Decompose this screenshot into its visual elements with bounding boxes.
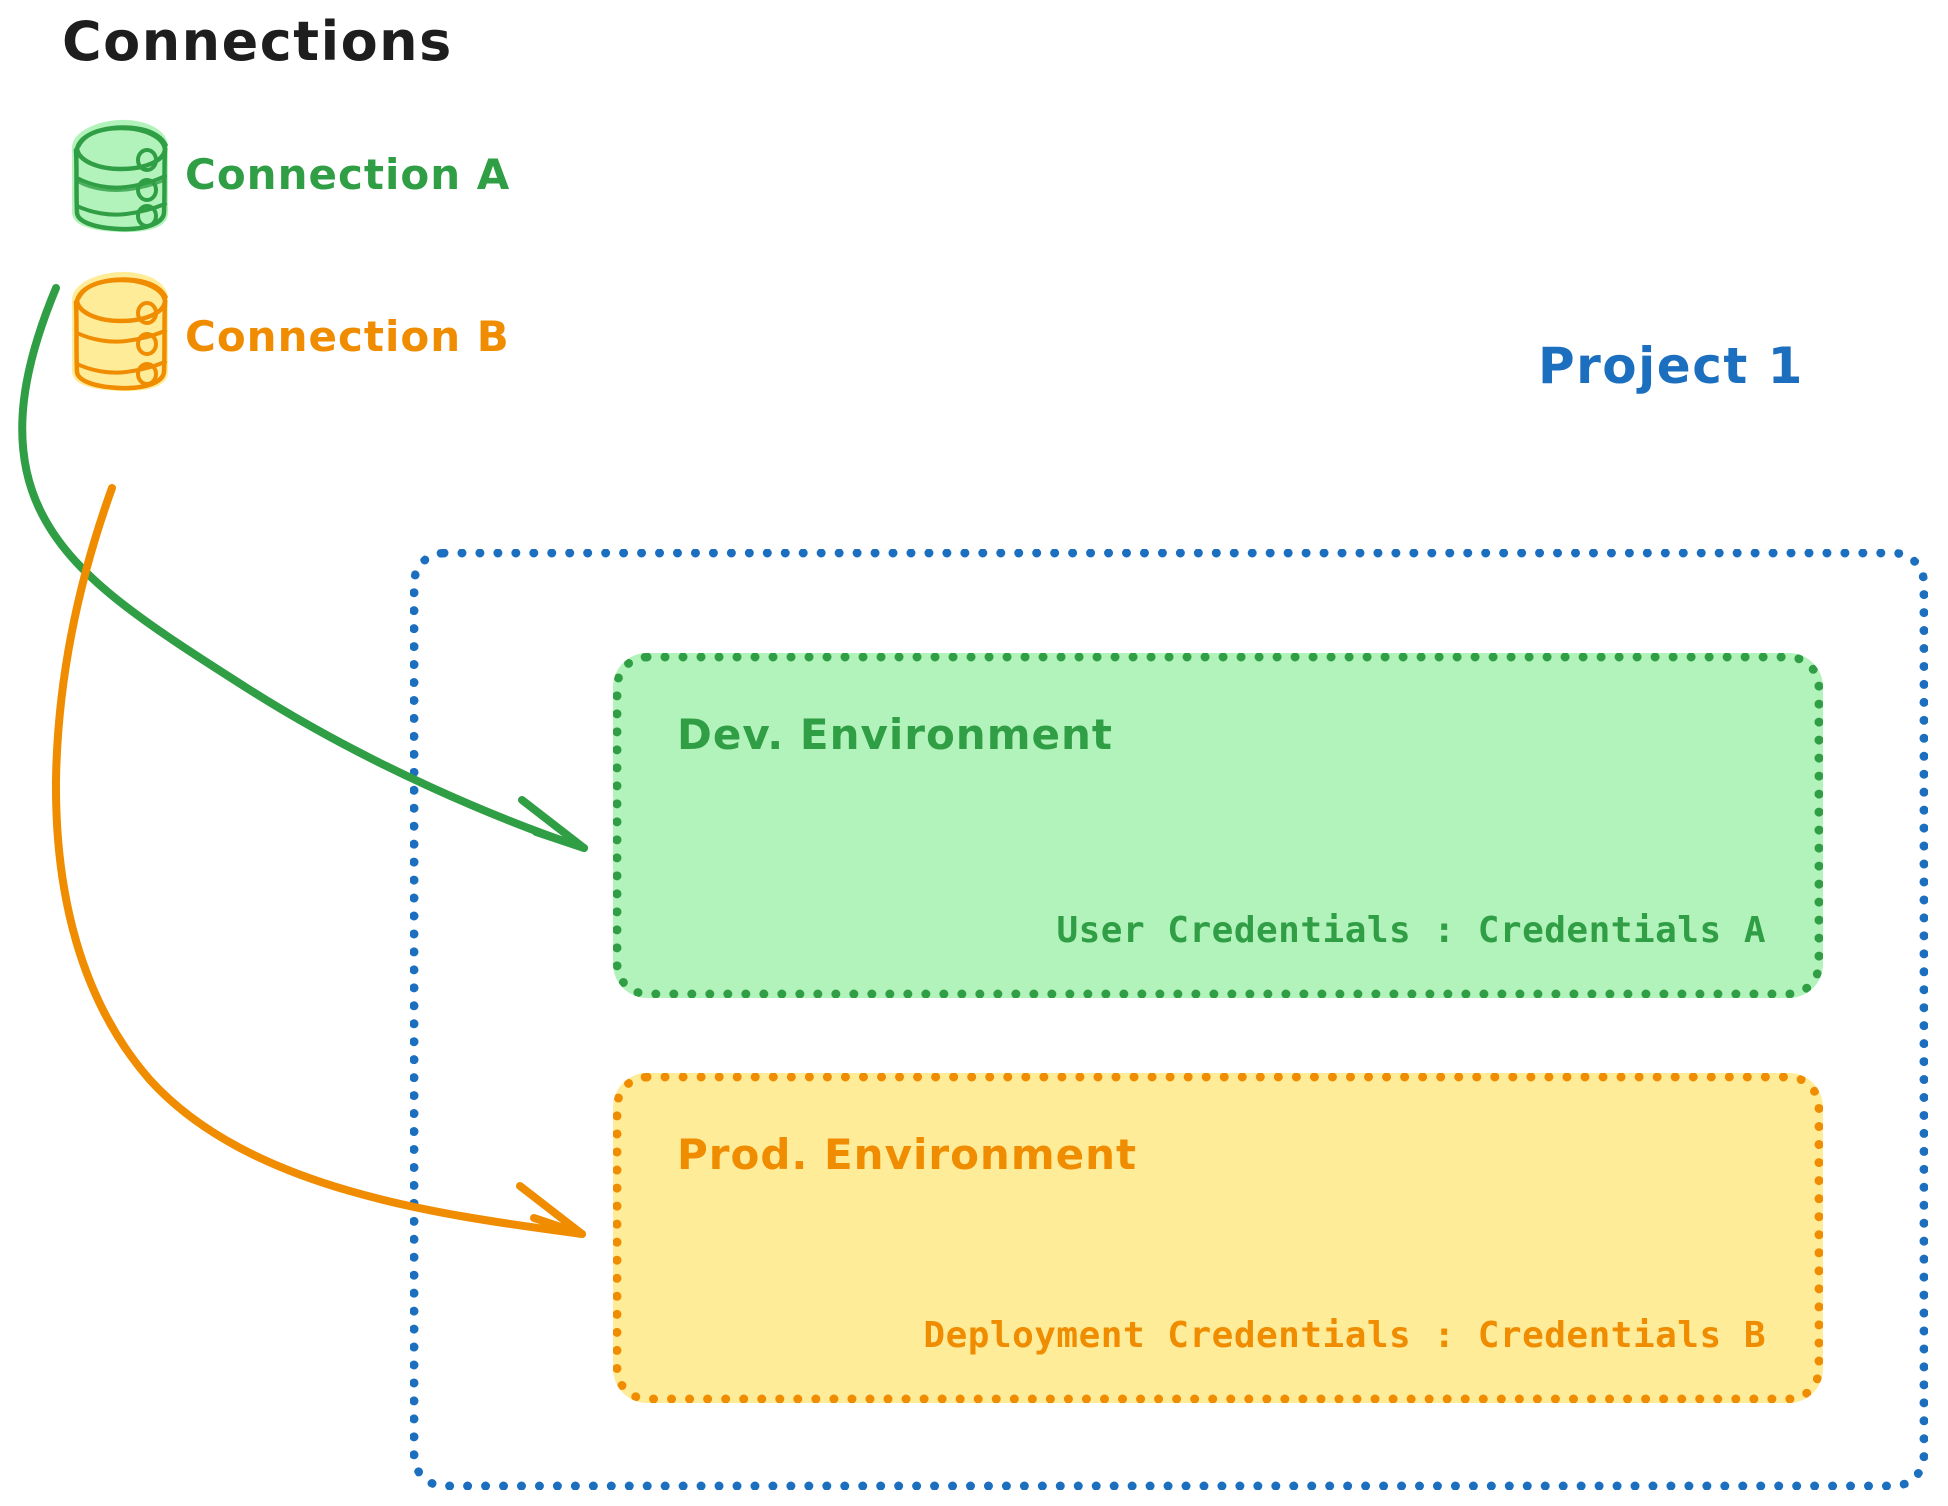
- arrow-connection-a-to-dev: [18, 284, 588, 852]
- database-icon-connection-b[interactable]: [72, 271, 168, 392]
- dev-environment-box[interactable]: Dev. Environment User Credentials : Cred…: [613, 653, 1823, 998]
- connection-a-label: Connection A: [185, 150, 511, 199]
- page-title: Connections: [62, 10, 453, 73]
- arrow-connection-b-to-prod: [51, 484, 586, 1238]
- database-icon-connection-a[interactable]: [72, 119, 168, 233]
- prod-environment-title: Prod. Environment: [677, 1130, 1138, 1179]
- project-title: Project 1: [1538, 337, 1804, 395]
- prod-environment-box[interactable]: Prod. Environment Deployment Credentials…: [613, 1073, 1823, 1403]
- dev-environment-title: Dev. Environment: [677, 710, 1113, 759]
- prod-environment-credentials: Deployment Credentials : Credentials B: [923, 1315, 1766, 1356]
- dev-environment-credentials: User Credentials : Credentials A: [1056, 910, 1766, 951]
- project-container: [410, 549, 1928, 1490]
- connection-b-label: Connection B: [185, 312, 510, 361]
